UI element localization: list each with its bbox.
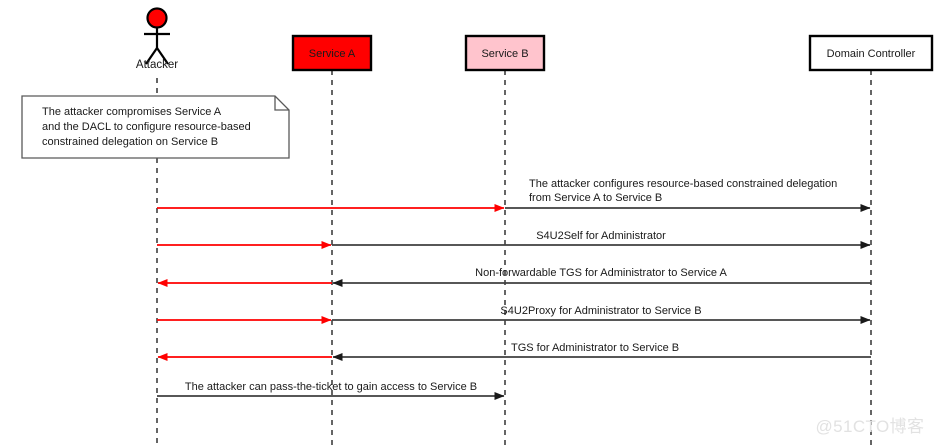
note-line: The attacker compromises Service A: [42, 106, 222, 118]
actor-left-leg-icon: [145, 47, 158, 65]
participant-attacker[interactable]: Attacker: [136, 7, 178, 72]
participant-service-a[interactable]: Service A: [291, 34, 373, 72]
message-label-2: S4U2Self for Administrator: [536, 230, 666, 242]
note-body: [21, 95, 290, 159]
message-5: TGS for Administrator to Service B: [157, 342, 871, 361]
message-1: The attacker configures resource-based c…: [157, 178, 871, 212]
message-label-4: S4U2Proxy for Administrator to Service B: [500, 305, 701, 317]
message-2: S4U2Self for Administrator: [157, 230, 871, 249]
participant-label-domain-controller: Domain Controller: [827, 48, 916, 60]
participant-box-service-b[interactable]: [464, 34, 546, 72]
message-label-5: TGS for Administrator to Service B: [511, 342, 679, 354]
message-3: Non-forwardable TGS for Administrator to…: [157, 267, 871, 287]
message-6: The attacker can pass-the-ticket to gain…: [157, 381, 505, 400]
note-fold-corner-icon: [274, 96, 289, 111]
participant-label-service-a: Service A: [309, 48, 356, 60]
participant-label-service-b: Service B: [481, 48, 528, 60]
actor-head-icon: [146, 7, 168, 29]
note-line: and the DACL to configure resource-based: [42, 121, 251, 133]
participant-domain-controller[interactable]: Domain Controller: [808, 34, 934, 72]
message-label-3: Non-forwardable TGS for Administrator to…: [475, 267, 727, 279]
participant-service-b[interactable]: Service B: [464, 34, 546, 72]
message-label-1: from Service A to Service B: [529, 192, 662, 204]
participants-group: Attacker Service A Service B Domain Control…: [136, 7, 934, 72]
note-group[interactable]: The attacker compromises Service A and th…: [21, 95, 290, 159]
message-label-6: The attacker can pass-the-ticket to gain…: [185, 381, 477, 393]
message-4: S4U2Proxy for Administrator to Service B: [157, 305, 871, 324]
messages-group: The attacker configures resource-based c…: [157, 178, 871, 400]
actor-right-leg-icon: [156, 47, 169, 65]
participant-box-domain-controller[interactable]: [808, 34, 934, 72]
participant-label-attacker: Attacker: [136, 59, 178, 71]
watermark: @51CTO博客: [816, 417, 925, 436]
watermark-group: @51CTO博客: [816, 417, 925, 436]
note-line: constrained delegation on Service B: [42, 136, 218, 148]
message-label-1: The attacker configures resource-based c…: [529, 178, 837, 190]
participant-box-service-a[interactable]: [291, 34, 373, 72]
